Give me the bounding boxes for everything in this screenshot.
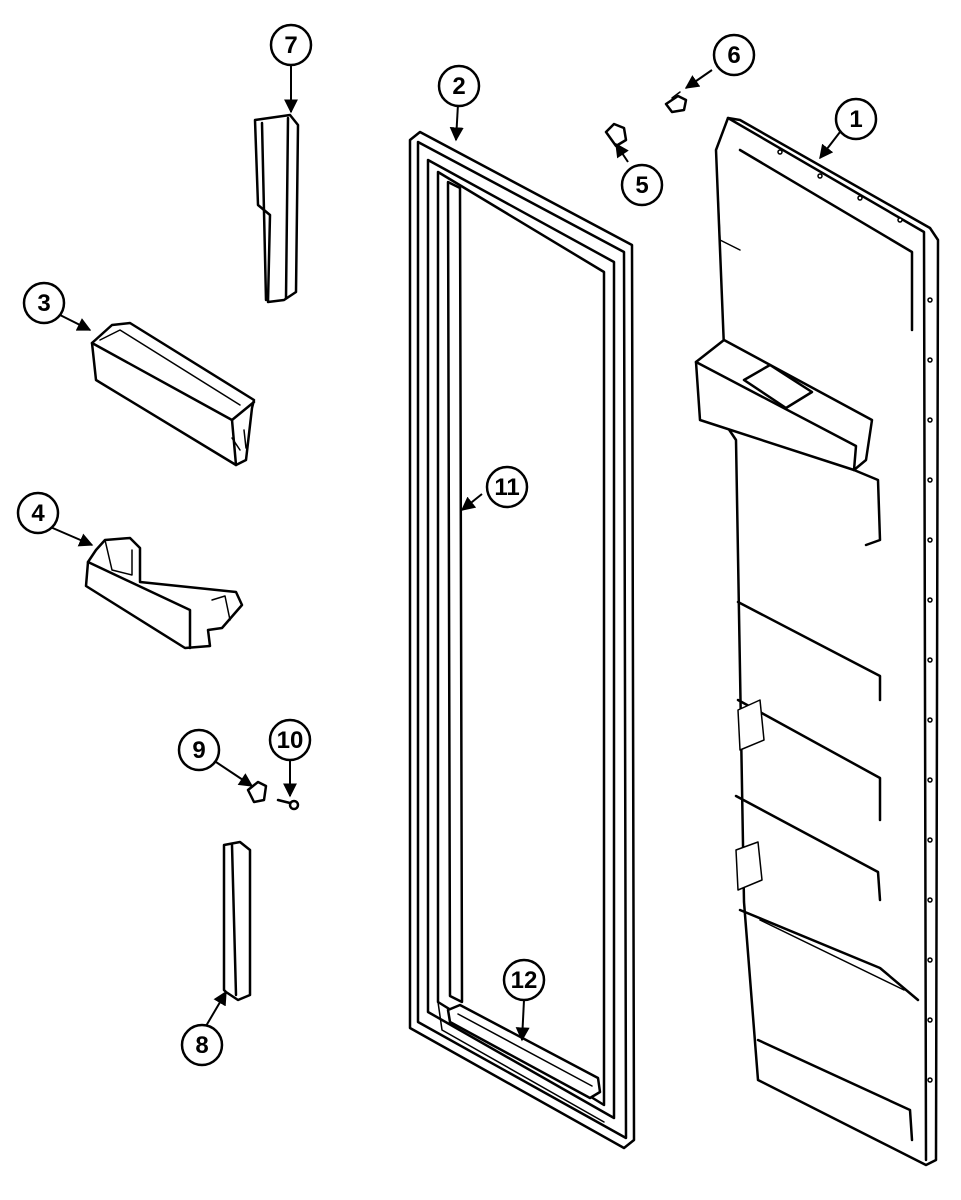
callout-2: 2 (437, 64, 481, 108)
svg-text:11: 11 (494, 474, 519, 501)
part-7-upper-trim (253, 113, 300, 304)
part-10-screw (276, 798, 300, 811)
svg-text:6: 6 (727, 42, 740, 69)
callout-9: 9 (177, 728, 221, 772)
part-8-lower-trim (222, 840, 252, 1002)
part-4-shelf-rail (84, 536, 244, 650)
callout-3: 3 (22, 281, 66, 325)
part-3-door-bin (90, 321, 256, 467)
svg-text:3: 3 (37, 290, 50, 317)
svg-text:10: 10 (277, 727, 304, 754)
part-1-door-liner (694, 116, 940, 1167)
svg-text:7: 7 (284, 32, 297, 59)
callout-11: 11 (485, 465, 529, 509)
leader-lines (47, 64, 841, 1042)
svg-text:9: 9 (192, 737, 205, 764)
callout-8: 8 (180, 1023, 224, 1067)
callout-6: 6 (712, 33, 756, 77)
callout-7: 7 (269, 23, 313, 67)
svg-text:5: 5 (635, 172, 648, 199)
callout-4: 4 (16, 491, 60, 535)
part-9-cap (246, 780, 268, 804)
svg-text:8: 8 (195, 1032, 208, 1059)
callout-1: 1 (834, 97, 878, 141)
svg-text:4: 4 (31, 500, 45, 527)
callout-10: 10 (268, 718, 312, 762)
part-2-door-gasket (408, 130, 636, 1150)
svg-text:2: 2 (452, 73, 465, 100)
callout-5: 5 (620, 163, 664, 207)
callout-12: 12 (502, 958, 546, 1002)
svg-text:1: 1 (849, 106, 862, 133)
callouts: 1 2 3 4 5 6 7 8 (16, 23, 878, 1067)
part-6-screw (664, 91, 688, 114)
svg-text:12: 12 (511, 967, 538, 994)
part-5-plug (604, 122, 628, 148)
